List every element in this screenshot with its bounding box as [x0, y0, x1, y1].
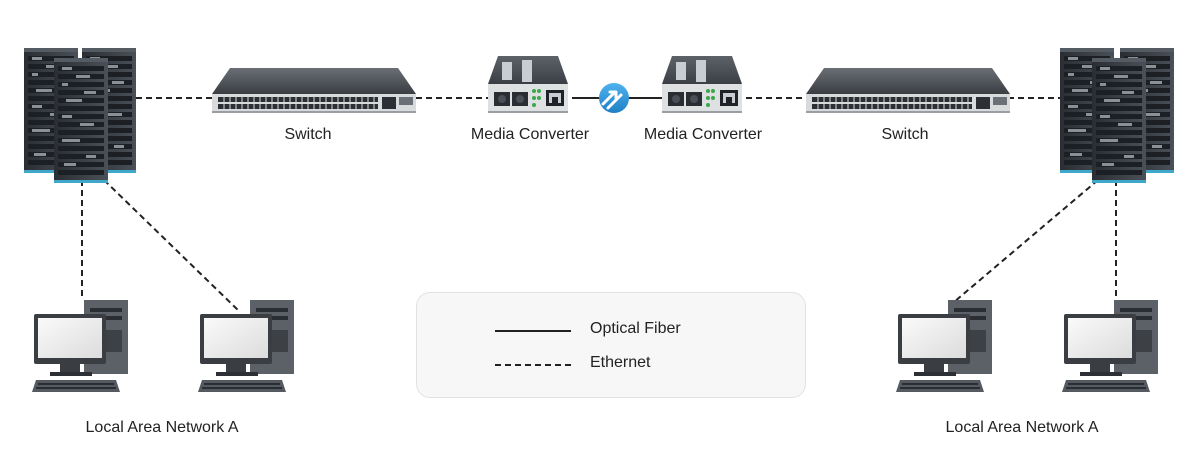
computer-left-2: [198, 300, 294, 392]
server-left: [24, 48, 136, 183]
switch-right-label: Switch: [881, 126, 929, 143]
switch-right: [805, 67, 1011, 114]
media-converter-right-label: Media Converter: [643, 126, 763, 143]
computer-left-1: [32, 300, 128, 392]
converter-arrow-icon: [599, 83, 629, 113]
media-converter-left-label: Media Converter: [470, 126, 590, 143]
lan-right-label: Local Area Network A: [945, 419, 1099, 436]
computer-right-1: [896, 300, 992, 392]
ethernet-link-server-pc2-left: [103, 179, 241, 313]
media-converter-right: [662, 56, 742, 113]
legend-ethernet-label: Ethernet: [590, 354, 651, 371]
ethernet-link-server-pc1-right: [953, 179, 1099, 303]
computer-right-2: [1062, 300, 1158, 392]
server-right: [1060, 48, 1174, 183]
switch-left-label: Switch: [284, 126, 332, 143]
switch-left: [211, 67, 417, 114]
legend-swatches: [495, 330, 571, 366]
legend-optical-fiber-label: Optical Fiber: [590, 320, 681, 337]
legend: Optical Fiber Ethernet: [416, 292, 806, 398]
lan-left-label: Local Area Network A: [85, 419, 239, 436]
media-converter-left: [488, 56, 568, 113]
